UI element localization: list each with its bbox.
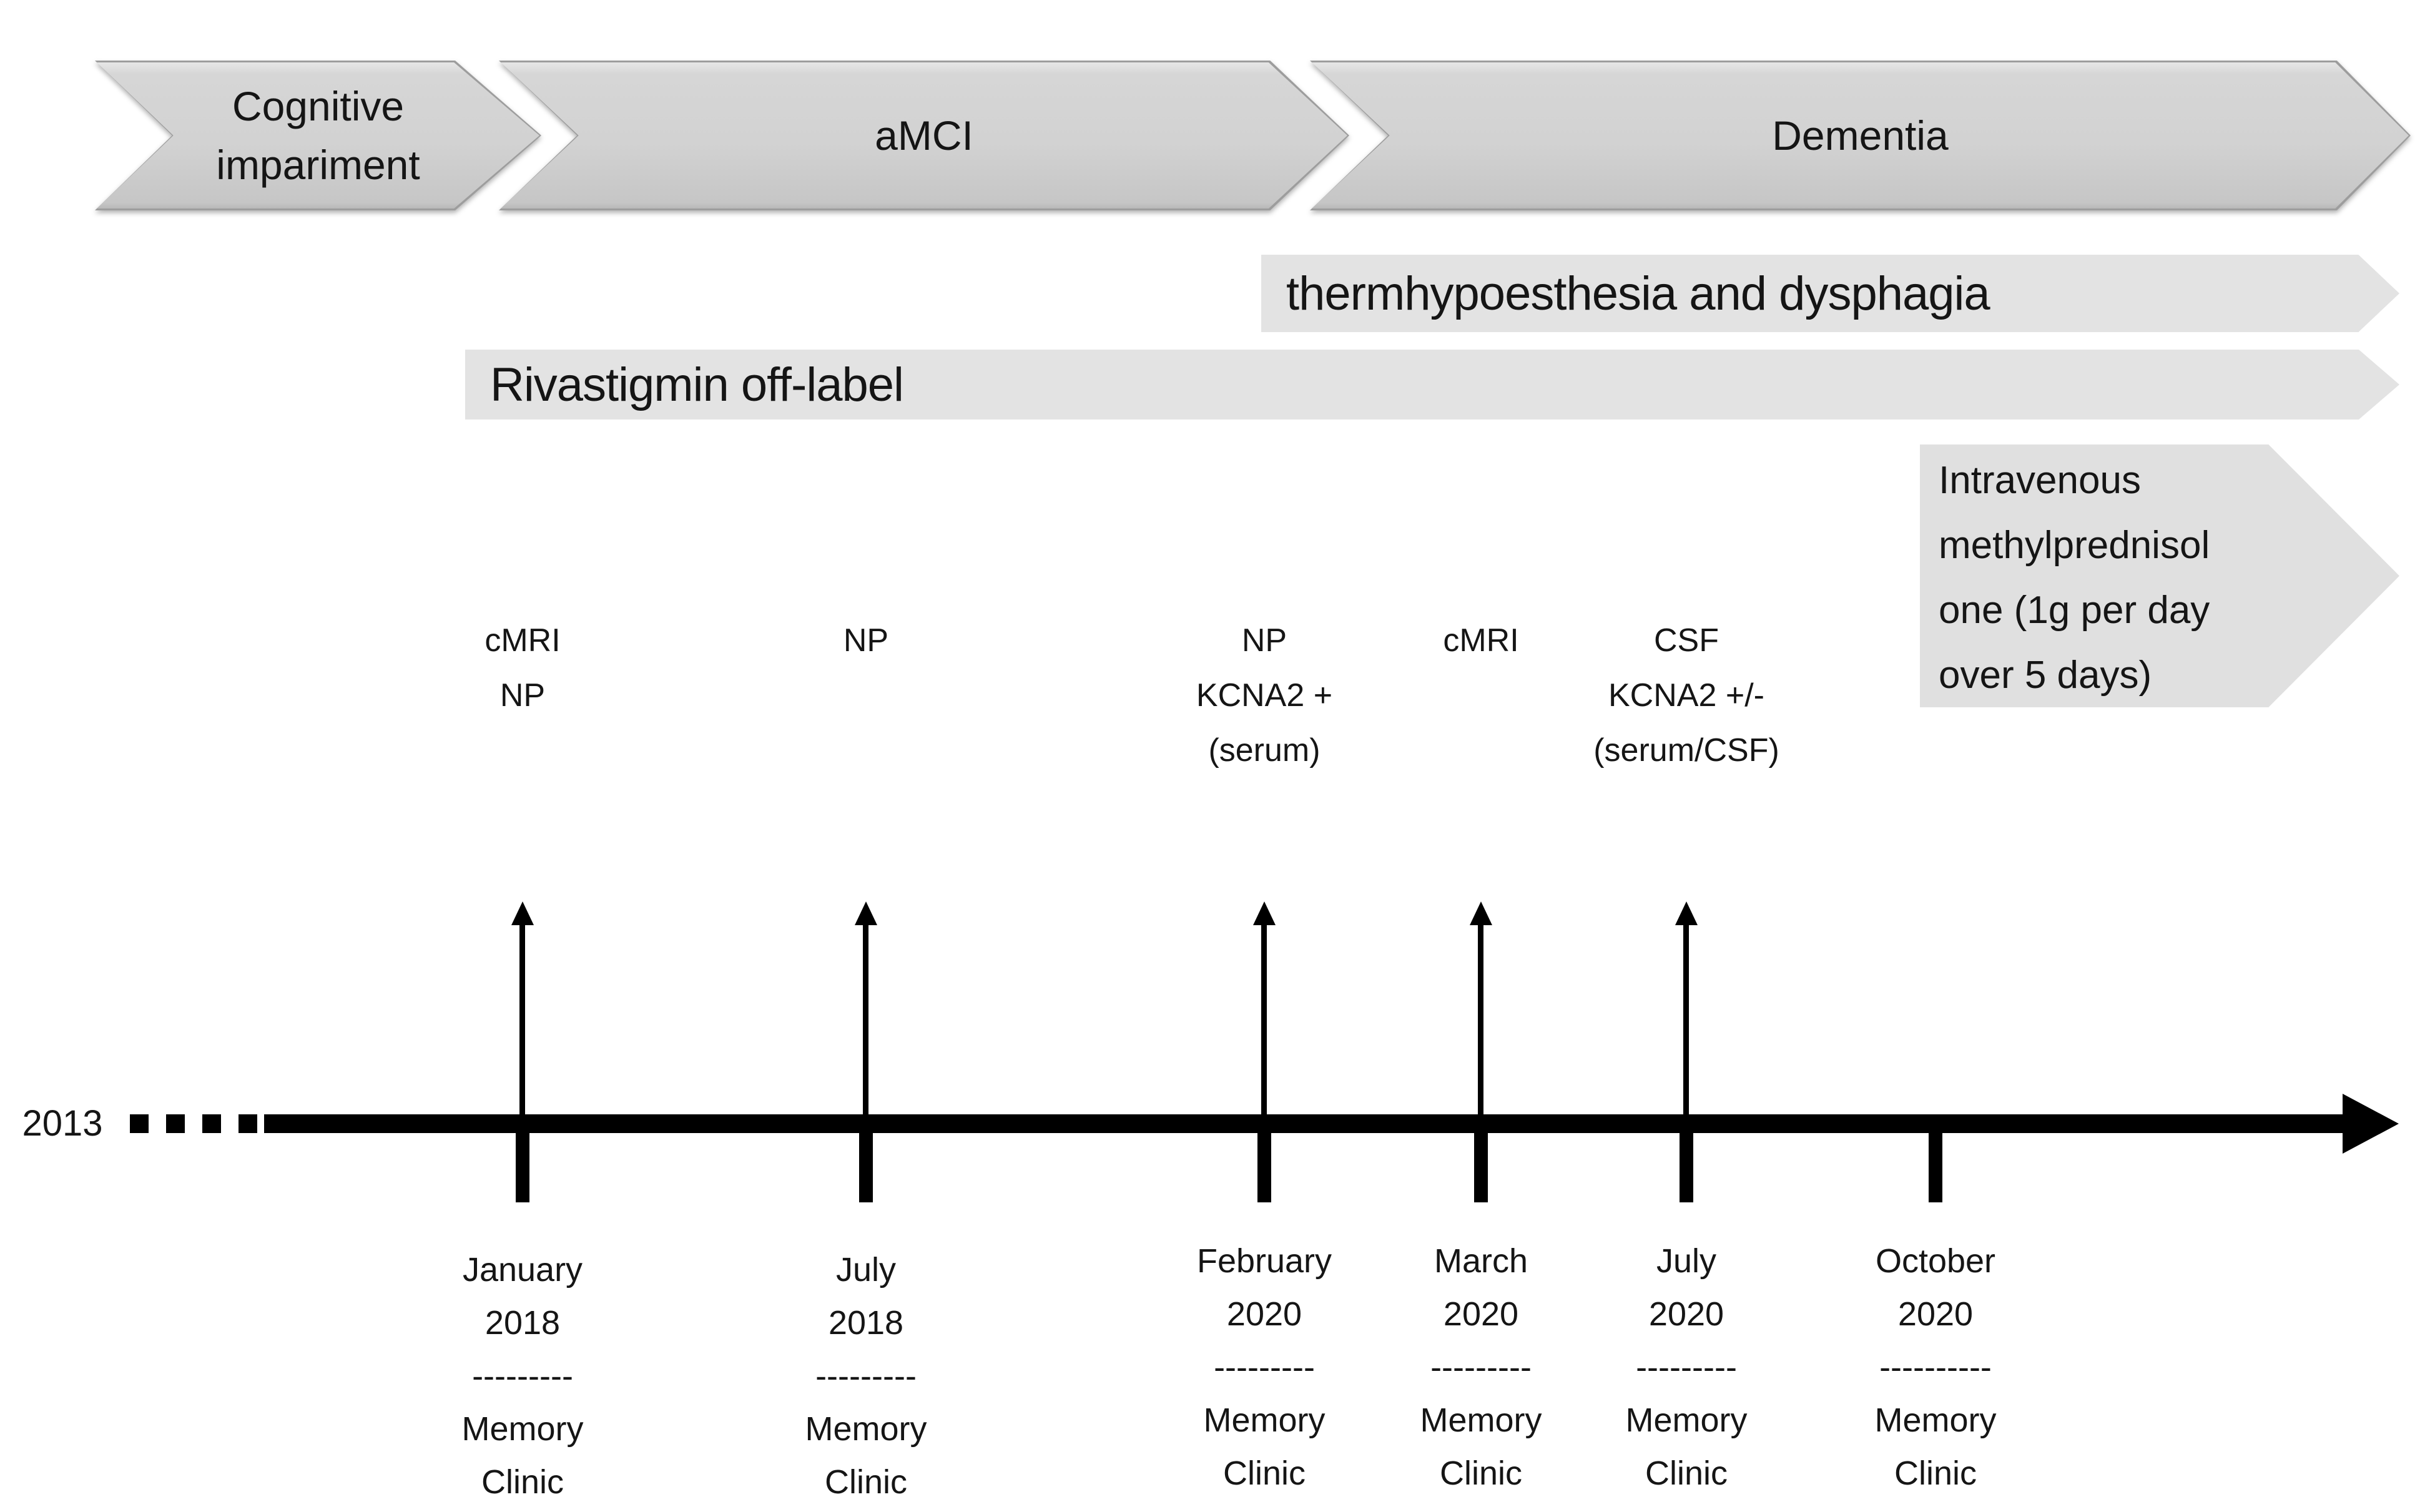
event-date: October 2020 [1875, 1242, 1996, 1333]
stage-chevron-cognitive-impairment: Cognitive impariment [95, 61, 541, 210]
symptom-duration-label: thermhypoesthesia and dysphagia [1286, 267, 1990, 320]
timeline-tick [1929, 1124, 1942, 1202]
stage-label-cognitive-impairment: Cognitive impariment [216, 83, 420, 188]
event-up-arrow-shaft [1261, 924, 1267, 1124]
event-separator: --------- [1214, 1348, 1315, 1386]
event-up-arrow-icon [1253, 901, 1276, 925]
stage-label-amci: aMCI [875, 112, 973, 159]
event-up-arrow-icon [1470, 901, 1492, 925]
event-column-jan-2018: January 2018 --------- Memory Clinic [379, 1244, 666, 1509]
event-location: Memory Clinic [1203, 1402, 1326, 1492]
timeline-tick [1257, 1124, 1271, 1202]
event-up-arrow-shaft [863, 924, 868, 1124]
event-up-arrow-shaft [519, 924, 525, 1124]
tests-label-jan-2018: cMRI NP [485, 622, 561, 714]
event-date: February 2020 [1196, 1242, 1332, 1333]
event-column-feb-2020: February 2020 --------- Memory Clinic [1121, 1235, 1408, 1500]
event-up-arrow-icon [511, 901, 534, 925]
event-column-jul-2018: July 2018 --------- Memory Clinic [722, 1244, 1010, 1509]
event-separator: --------- [815, 1357, 917, 1395]
medication-duration-bar: Rivastigmin off-label [465, 350, 2399, 420]
event-up-arrow-shaft [1478, 924, 1483, 1124]
event-date: July 2020 [1648, 1242, 1724, 1333]
event-separator: --------- [1636, 1348, 1737, 1386]
timeline-arrowhead-icon [2343, 1094, 2399, 1154]
tests-label-jul-2020: CSF KCNA2 +/- (serum/CSF) [1593, 622, 1779, 768]
event-up-arrow-icon [855, 901, 877, 925]
event-column-mar-2020: March 2020 --------- Memory Clinic [1337, 1235, 1625, 1500]
treatment-callout-arrow: Intravenous methylprednisol one (1g per … [1920, 444, 2399, 707]
event-location: Memory Clinic [1625, 1402, 1748, 1492]
chevron-fill [1312, 62, 2409, 209]
chevron-fill [501, 62, 1347, 209]
timeline-start-year: 2013 [22, 1103, 103, 1144]
event-date: July 2018 [828, 1251, 904, 1342]
tests-label-jul-2018: NP [843, 622, 889, 659]
timeline-tick [1474, 1124, 1488, 1202]
timeline-tick [516, 1124, 529, 1202]
treatment-callout-label: Intravenous methylprednisol one (1g per … [1939, 459, 2210, 697]
event-location: Memory Clinic [1420, 1402, 1542, 1492]
event-separator: --------- [1430, 1348, 1532, 1386]
tests-label-feb-2020: NP KCNA2 + (serum) [1196, 622, 1333, 768]
timeline-axis [264, 1114, 2343, 1133]
event-location: Memory Clinic [1874, 1402, 1997, 1492]
event-separator: ---------- [1879, 1348, 1992, 1386]
timeline-tick [859, 1124, 873, 1202]
event-up-arrow-icon [1675, 901, 1698, 925]
timeline-tick [1680, 1124, 1693, 1202]
stage-chevron-dementia: Dementia [1310, 61, 2411, 210]
event-location: Memory Clinic [461, 1410, 584, 1501]
event-date: January 2018 [462, 1251, 583, 1342]
tests-label-mar-2020: cMRI [1443, 622, 1519, 659]
stage-chevron-amci: aMCI [499, 61, 1349, 210]
timeline-dashed-segment [130, 1114, 265, 1133]
event-separator: --------- [472, 1357, 573, 1395]
event-up-arrow-shaft [1683, 924, 1689, 1124]
event-column-oct-2020: October 2020 ---------- Memory Clinic [1792, 1235, 2079, 1500]
event-date: March 2020 [1434, 1242, 1528, 1333]
medication-duration-label: Rivastigmin off-label [490, 358, 904, 411]
event-location: Memory Clinic [805, 1410, 927, 1501]
stage-label-dementia: Dementia [1772, 112, 1949, 159]
symptom-duration-bar: thermhypoesthesia and dysphagia [1261, 255, 2399, 332]
event-column-jul-2020: July 2020 --------- Memory Clinic [1543, 1235, 1830, 1500]
